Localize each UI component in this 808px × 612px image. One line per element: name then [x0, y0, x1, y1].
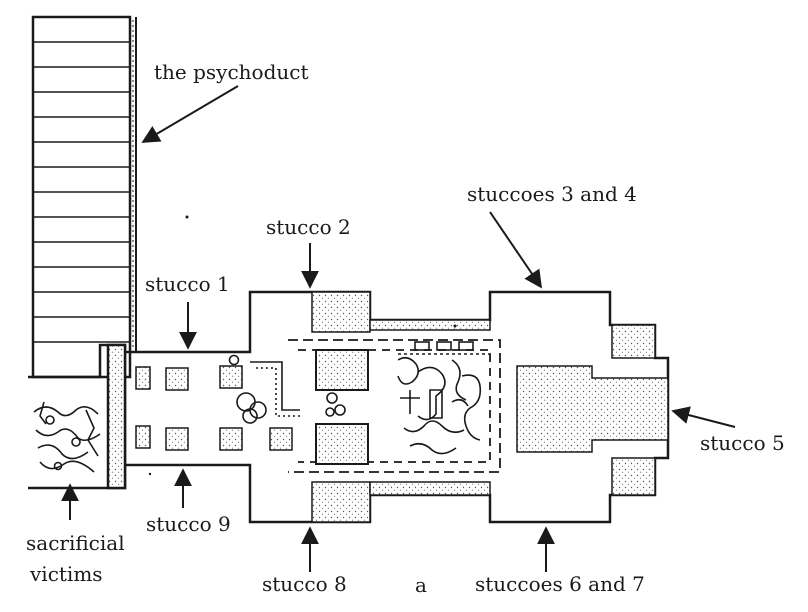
- figure-panel-letter: a: [415, 573, 427, 597]
- antechamber: [28, 343, 140, 490]
- inner-chamber: [288, 339, 501, 473]
- arrow-stucco-5: [671, 406, 736, 428]
- label-stucco-9: stucco 9: [146, 512, 231, 536]
- arrow-psychoduct: [141, 85, 239, 143]
- label-stucco-5: stucco 5: [700, 431, 785, 455]
- stucco-wall-blocks: [311, 291, 669, 523]
- label-stucco-1: stucco 1: [145, 272, 230, 296]
- label-stucco-8: stucco 8: [262, 572, 347, 596]
- psychoduct-channel: [129, 17, 137, 352]
- scatter-dots: [148, 215, 457, 476]
- label-psychoduct: the psychoduct: [154, 60, 309, 84]
- corridor-piers: [135, 365, 293, 451]
- label-sacrificial: sacrificial: [26, 531, 125, 555]
- callout-arrows: [61, 85, 736, 572]
- arrow-stuccoes-3-4: [489, 211, 543, 289]
- duct-in-corridor: [228, 354, 346, 424]
- label-stuccoes-3-4: stuccoes 3 and 4: [467, 182, 637, 206]
- label-stucco-2: stucco 2: [266, 215, 351, 239]
- sacrificial-victims-drawing: [33, 401, 101, 473]
- sarcophagus-lid-carving: [397, 341, 494, 455]
- label-stuccoes-6-7: stuccoes 6 and 7: [475, 572, 645, 596]
- stairway: [31, 15, 132, 379]
- label-victims: victims: [29, 562, 103, 586]
